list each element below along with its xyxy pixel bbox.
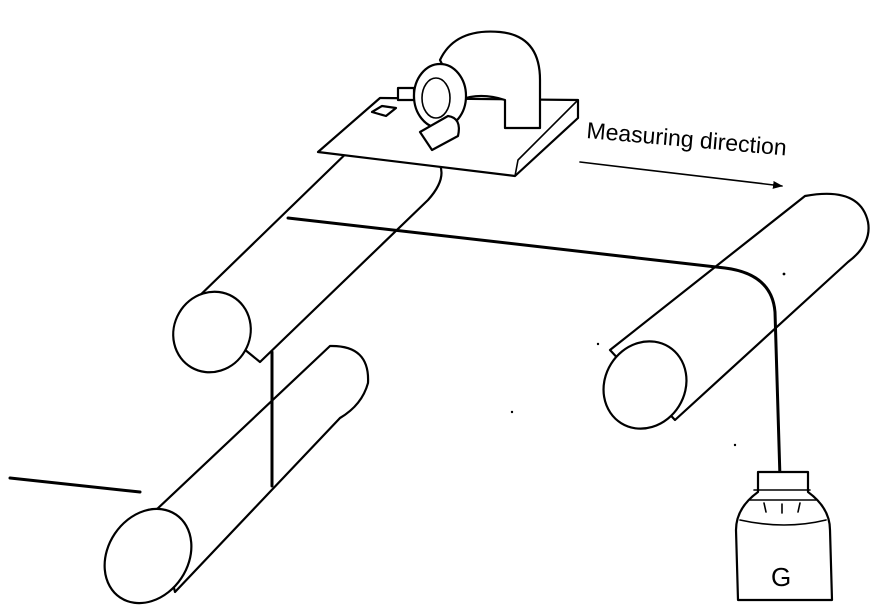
thread-main [286,216,782,480]
thread-incoming [8,476,142,494]
weight-icon: G [734,470,834,602]
direction-arrow-icon [579,161,783,189]
roller-top-left [172,135,443,374]
weight-label: G [771,562,791,592]
scan-dots [510,272,786,447]
measuring-direction-label: Measuring direction [586,117,788,160]
roller-bottom-left [103,344,370,605]
measuring-device-icon [316,30,580,178]
roller-right [602,192,870,430]
